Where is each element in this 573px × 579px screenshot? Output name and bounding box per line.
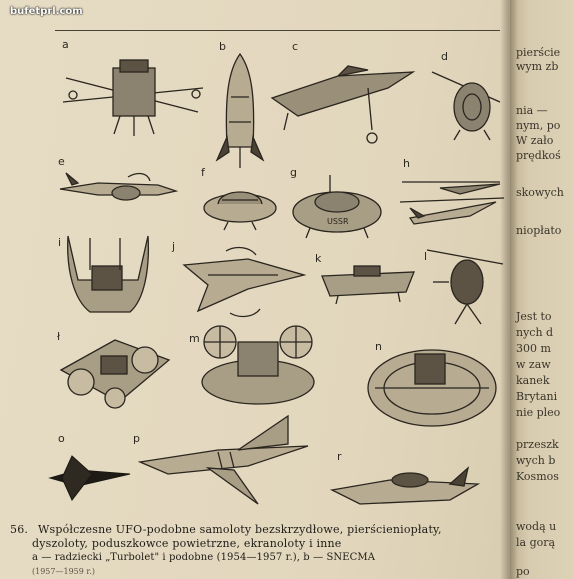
right-page-line: 300 m (516, 342, 551, 355)
right-page-line: nych d (516, 326, 554, 339)
fig-label-b: b (219, 40, 226, 53)
craft-g-ussr-saucer: USSR (292, 175, 382, 239)
right-page-line: wodą u (516, 520, 557, 533)
fig-label-h: h (403, 157, 410, 170)
fig-label-o: o (58, 432, 65, 445)
fig-label-r: r (337, 450, 342, 463)
book-gutter (500, 0, 518, 579)
right-page-line: prędkoś (516, 149, 561, 162)
caption-line-3: a — radziecki „Turbolet" i podobne (1954… (32, 552, 376, 563)
right-page-line: kanek (516, 374, 550, 387)
figure-caption: 56.Współczesne UFO-podobne samoloty bezs… (10, 523, 505, 579)
top-rule (55, 30, 500, 31)
right-page-line: W zało (516, 134, 554, 147)
fig-label-m: m (189, 332, 200, 345)
fig-label-p: p (133, 432, 140, 445)
right-page-line: skowych (516, 186, 564, 199)
craft-e-jet (59, 172, 178, 201)
craft-f-saucer (203, 191, 277, 231)
craft-h-jets-over-sea (400, 181, 505, 225)
right-page-line: wych b (516, 454, 556, 467)
fig-label-g: g (290, 166, 297, 179)
right-page: pierście wym zb nia — nym, po W zało prę… (510, 0, 573, 579)
caption-line-4: (1957—1959 r.) (32, 567, 95, 576)
craft-a-turbolet (62, 59, 204, 136)
craft-p-swept-jet (138, 414, 309, 505)
right-page-line: la gorą (516, 536, 556, 549)
right-page-line: nym, po (516, 119, 561, 132)
right-page-line: w zaw (516, 358, 551, 371)
craft-n-disc (367, 349, 497, 427)
fig-label-l: l (424, 250, 428, 263)
caption-line-1: 56.Współczesne UFO-podobne samoloty bezs… (10, 523, 442, 536)
fig-label-k: k (315, 252, 322, 265)
right-page-line: nie pleo (516, 406, 561, 419)
fig-label-e: e (58, 155, 65, 168)
fig-label-c: c (292, 40, 299, 53)
craft-d-rotorcraft (431, 71, 501, 141)
fig-label-f: f (201, 166, 205, 179)
craft-j-delta (182, 246, 307, 318)
craft-o-blackbird (48, 455, 131, 501)
fig-label-j: j (172, 240, 176, 253)
fig-label-a: a (62, 38, 69, 51)
craft-m-hovercraft (201, 325, 315, 405)
fig-label-d: d (441, 50, 448, 63)
craft-l-stroke-hover-platform (59, 339, 171, 409)
figure-number: 56. (10, 523, 29, 536)
fig-label-l-stroke: ł (57, 330, 61, 343)
right-page-line: po (516, 565, 530, 578)
right-page-line: wym zb (516, 60, 559, 73)
right-page-line: Brytani (516, 390, 558, 403)
right-page-line: niopłato (516, 224, 562, 237)
fig-label-i: i (58, 236, 62, 249)
saucer-marking: USSR (327, 217, 349, 226)
craft-r-jet-boat (330, 466, 480, 505)
right-page-line: Kosmos (516, 470, 559, 483)
right-page-line: przeszk (516, 438, 559, 451)
right-page-line: pierście (516, 46, 561, 59)
fig-label-n: n (375, 340, 382, 353)
craft-c-flying-wing (270, 65, 416, 144)
craft-i-fork-craft (67, 235, 150, 313)
craft-b-rocket (215, 52, 265, 168)
craft-l-rotor-pod (426, 249, 504, 325)
right-page-line: Jest to (516, 310, 552, 323)
craft-k-flat-craft (321, 265, 415, 305)
right-page-line: nia — (516, 104, 548, 117)
watermark: bufetprl.com (10, 6, 83, 17)
caption-line-2: dyszoloty, poduszkowce powietrzne, ekran… (32, 537, 342, 550)
